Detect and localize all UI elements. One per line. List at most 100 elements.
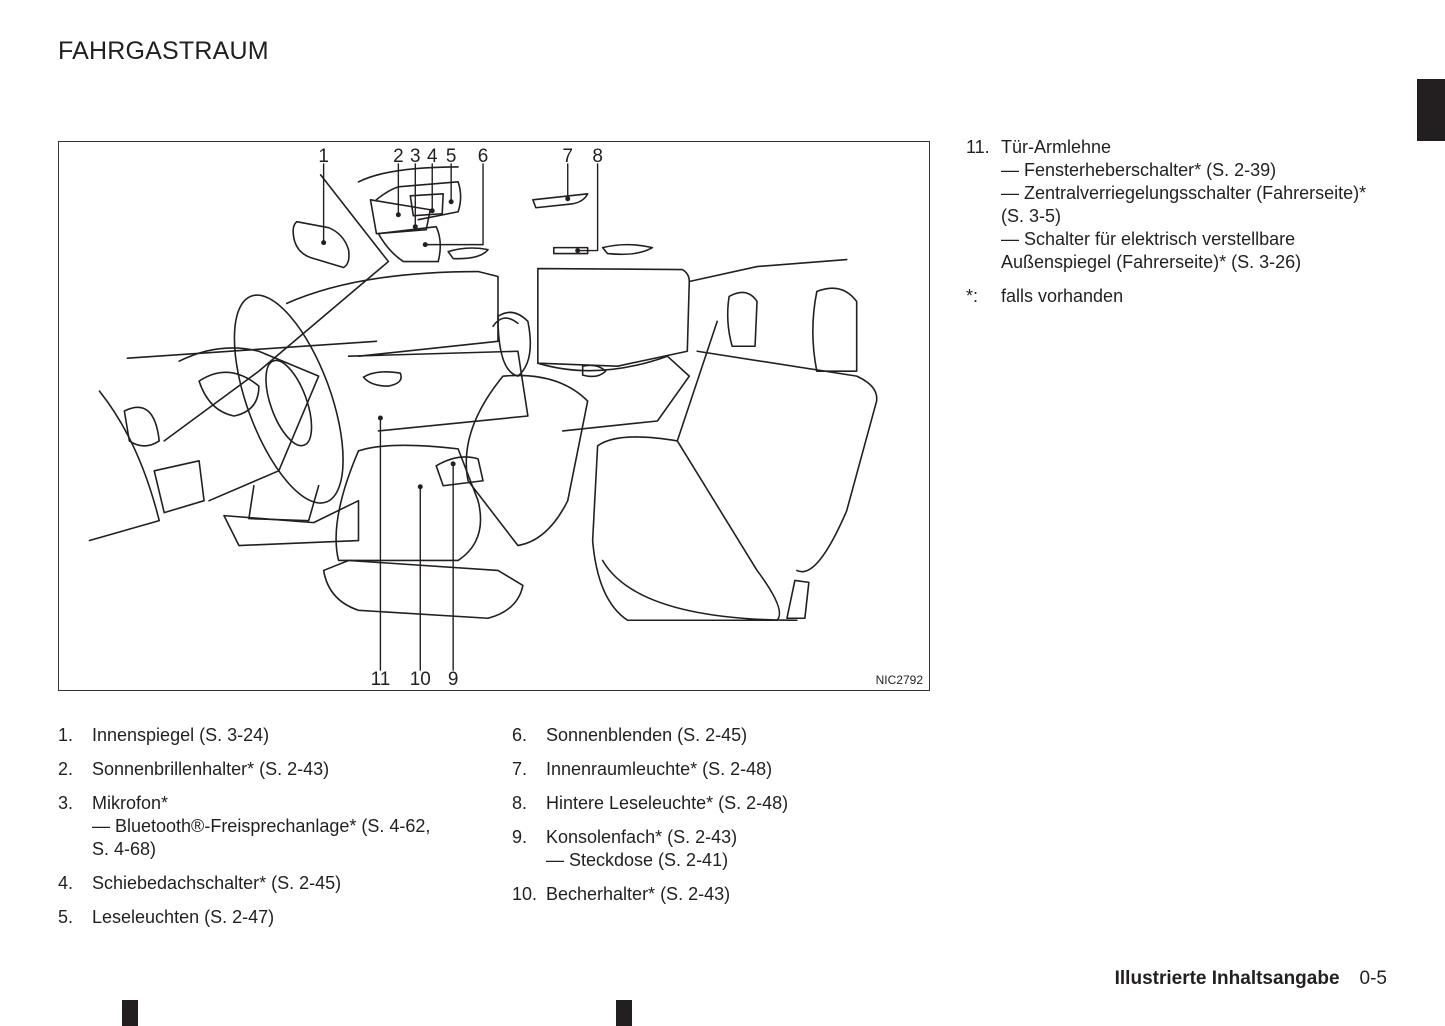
chapter-tab-marker xyxy=(1417,79,1445,141)
item-number: 8. xyxy=(512,793,528,813)
crop-mark-center xyxy=(616,1000,632,1026)
leader-dot-4 xyxy=(429,208,435,214)
roof-line xyxy=(357,166,459,183)
legend-item: 11. Tür-Armlehne — Fensterheberschalter* … xyxy=(966,136,1406,274)
item-label: Sonnenbrillenhalter* (S. 2-43) xyxy=(92,759,330,779)
front-door-window xyxy=(285,270,499,358)
leader-line-6 xyxy=(424,163,484,246)
seat-rail xyxy=(322,559,524,620)
item-sub: S. 4-68) xyxy=(92,839,157,859)
leader-dots xyxy=(321,196,581,490)
item-number: 6. xyxy=(512,725,528,745)
crop-mark-left xyxy=(122,1000,138,1026)
item-sub: — Steckdose (S. 2-41) xyxy=(546,850,729,870)
legend-item: 5. Leseleuchten (S. 2-47) xyxy=(58,906,478,929)
item-number: 5. xyxy=(58,907,74,927)
rearview-mirror xyxy=(292,220,350,269)
leader-dot-1 xyxy=(321,240,327,246)
footer-section-title: Illustrierte Inhaltsangabe xyxy=(1114,968,1340,989)
legend-item: 9. Konsolenfach* (S. 2-43) — Steckdose (S… xyxy=(512,826,932,872)
callout-10: 10 xyxy=(410,669,431,690)
front-door-panel xyxy=(347,350,529,432)
leader-dot-10 xyxy=(417,484,423,490)
driver-headrest xyxy=(497,311,532,377)
item-number: 3. xyxy=(58,793,74,813)
legend-item: 1.Innenspiegel (S. 3-24) xyxy=(58,724,478,747)
interior-light xyxy=(532,193,589,209)
visor-strip-1 xyxy=(447,247,489,260)
leader-dot-9 xyxy=(450,461,456,467)
footnote-text: falls vorhanden xyxy=(1001,286,1124,306)
passenger-headrest xyxy=(492,317,519,328)
callout-4: 4 xyxy=(427,146,438,167)
leader-dot-8 xyxy=(575,248,581,254)
item-number: 9. xyxy=(512,827,528,847)
legend-list-right: 11. Tür-Armlehne — Fensterheberschalter* … xyxy=(966,136,1406,319)
windshield-pillar xyxy=(163,174,390,442)
item-number: 11. xyxy=(966,137,990,157)
callout-11: 11 xyxy=(371,669,391,690)
steering-wheel xyxy=(233,294,344,504)
armrest-console xyxy=(435,456,484,487)
leader-dot-7 xyxy=(565,196,571,202)
legend-list-middle: 6. Sonnenblenden (S. 2-45) 7. Innenraumleu… xyxy=(512,724,932,917)
item-sub: — Schalter für elektrisch verstellbare xyxy=(1001,229,1296,249)
driver-seat-back xyxy=(465,374,589,547)
item-label: Konsolenfach* (S. 2-43) xyxy=(546,827,738,847)
footnote-mark: *: xyxy=(966,286,979,306)
item-label: Innenraumleuchte* (S. 2-48) xyxy=(546,759,773,779)
footnote: *: falls vorhanden xyxy=(966,285,1406,308)
car-interior-drawing: 1 2 3 4 5 6 7 8 9 10 11 xyxy=(88,146,878,690)
legend-item: 6. Sonnenblenden (S. 2-45) xyxy=(512,724,932,747)
leader-dot-11 xyxy=(377,415,383,421)
leader-line-8 xyxy=(576,163,599,252)
legend-item: 7. Innenraumleuchte* (S. 2-48) xyxy=(512,758,932,781)
callout-5: 5 xyxy=(446,146,457,167)
item-number: 2. xyxy=(58,759,74,779)
overhead-console xyxy=(375,181,462,221)
sun-visor xyxy=(377,225,442,263)
leader-dot-6 xyxy=(422,242,428,248)
page-title: FAHRGASTRAUM xyxy=(58,37,269,65)
rear-headrest-right xyxy=(812,287,858,372)
item-number: 7. xyxy=(512,759,528,779)
callout-6: 6 xyxy=(478,146,489,167)
item-label: Tür-Armlehne xyxy=(1001,137,1112,157)
item-sub: — Zentralverriegelungsschalter (Fahrerse… xyxy=(1001,183,1367,203)
item-sub: (S. 3-5) xyxy=(1001,206,1062,226)
item-number: 4. xyxy=(58,873,74,893)
item-label: Leseleuchten (S. 2-47) xyxy=(92,907,275,927)
center-switches xyxy=(153,460,205,514)
legend-item: 10.Becherhalter* (S. 2-43) xyxy=(512,883,932,906)
legend-item: 3.Mikrofon* — Bluetooth®-Freisprechanlag… xyxy=(58,792,478,861)
item-label: Innenspiegel (S. 3-24) xyxy=(92,725,270,745)
legend-item: 4. Schiebedachschalter* (S. 2-45) xyxy=(58,872,478,895)
legend-item: 2. Sonnenbrillenhalter* (S. 2-43) xyxy=(58,758,478,781)
callout-7: 7 xyxy=(562,146,573,167)
page-number: 0-5 xyxy=(1359,968,1387,989)
item-label: Mikrofon* xyxy=(92,793,169,813)
item-sub: Außenspiegel (Fahrerseite)* (S. 3-26) xyxy=(1001,252,1302,272)
item-number: 10. xyxy=(512,884,538,904)
item-label: Hintere Leseleuchte* (S. 2-48) xyxy=(546,793,789,813)
figure-id: NIC2792 xyxy=(875,673,923,687)
driver-seat-cushion xyxy=(335,444,482,562)
legend-item: 8. Hintere Leseleuchte* (S. 2-48) xyxy=(512,792,932,815)
rear-door-handle xyxy=(581,364,607,378)
air-vent xyxy=(123,406,161,447)
rear-door-window xyxy=(537,267,691,367)
item-label: Sonnenblenden (S. 2-45) xyxy=(546,725,748,745)
item-sub: — Fensterheberschalter* (S. 2-39) xyxy=(1001,160,1277,180)
steering-hub xyxy=(265,359,313,447)
item-label: Schiebedachschalter* (S. 2-45) xyxy=(92,873,342,893)
leader-dot-3 xyxy=(412,224,418,230)
dashboard-center xyxy=(178,347,320,502)
dashboard-left xyxy=(88,390,161,542)
callout-3: 3 xyxy=(410,146,421,167)
page-footer: Illustrierte Inhaltsangabe 0-5 xyxy=(1115,968,1387,990)
rear-seat-back xyxy=(696,350,878,573)
gauge-cluster xyxy=(198,371,260,417)
rear-seat-front xyxy=(601,559,798,622)
rear-belt-buckle xyxy=(786,579,810,620)
callout-8: 8 xyxy=(592,146,603,167)
